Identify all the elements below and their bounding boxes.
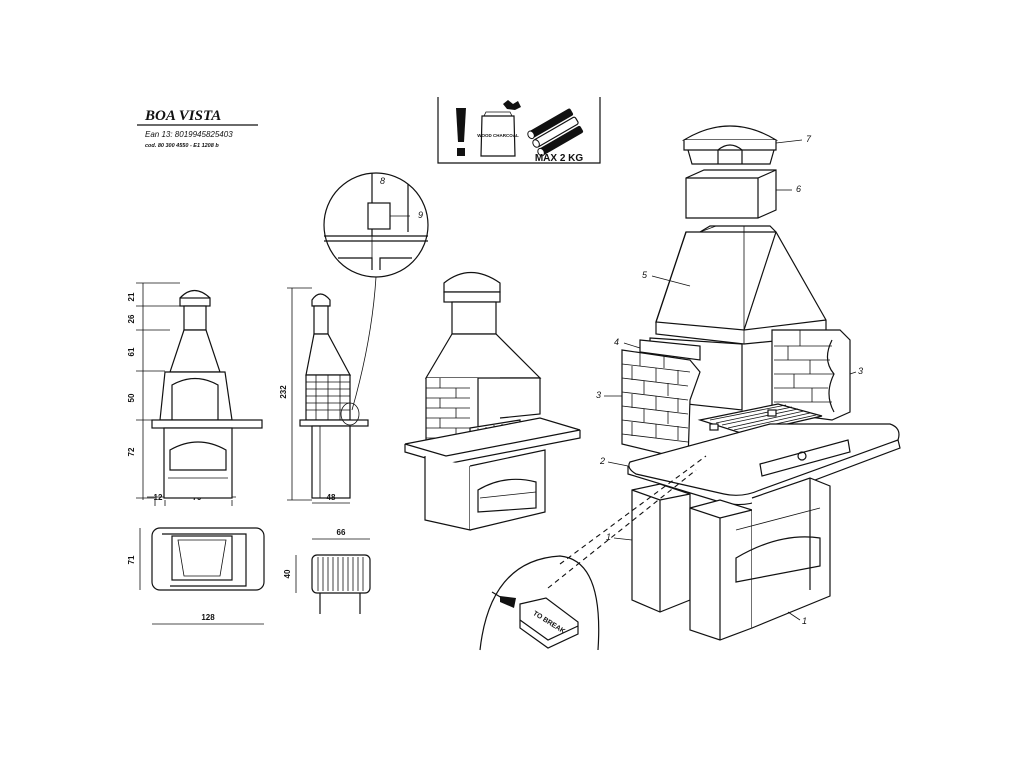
- part-label-1-right: 1: [802, 616, 807, 626]
- assembled-view: [404, 272, 581, 531]
- dim-depth-40: 40: [283, 569, 292, 578]
- detail-label-9: 9: [418, 210, 423, 220]
- front-elevation-view: 21 26 61 50 72 12 79: [127, 282, 263, 506]
- part-label-5: 5: [642, 270, 648, 280]
- product-code: cod. 80 300 4550 - E1 1208 b: [145, 143, 219, 149]
- dim-width-12: 12: [154, 493, 163, 502]
- side-elevation-view: 232 48: [279, 287, 369, 504]
- dim-height-21: 21: [127, 292, 136, 301]
- bag-label: WOOD CHARCOAL: [477, 133, 519, 138]
- dim-height-72: 72: [127, 447, 136, 456]
- dim-height-50: 50: [127, 393, 136, 402]
- dim-width-128: 128: [201, 613, 215, 622]
- dim-width-66: 66: [337, 528, 346, 537]
- ean-code: Ean 13: 8019945825403: [145, 130, 233, 139]
- detail-label-8: 8: [380, 176, 385, 186]
- grill-grate-view: 66 40: [283, 528, 371, 614]
- exploded-view: 7 6 5 4 3 3 2 1 1: [596, 125, 901, 641]
- part-label-4: 4: [614, 337, 619, 347]
- tag-callout: TO BREAK: [479, 455, 707, 651]
- product-title: BOA VISTA: [144, 108, 221, 124]
- dim-height-26: 26: [127, 314, 136, 323]
- dim-depth-48: 48: [327, 493, 336, 502]
- header-block: BOA VISTA Ean 13: 8019945825403 cod. 80 …: [137, 108, 258, 149]
- top-plan-view: 71 128: [127, 527, 265, 625]
- part-label-6: 6: [796, 184, 801, 194]
- dim-height-61: 61: [127, 347, 136, 356]
- charcoal-bag-icon: WOOD CHARCOAL: [477, 100, 521, 157]
- part-label-3-right: 3: [858, 366, 863, 376]
- warning-box: WOOD CHARCOAL MAX 2 KG: [437, 97, 601, 164]
- exclamation-icon: [456, 108, 466, 156]
- dim-depth-71: 71: [127, 555, 136, 564]
- wood-logs-icon: [527, 108, 584, 157]
- max-load-label: MAX 2 KG: [535, 153, 584, 164]
- part-label-7: 7: [806, 134, 812, 144]
- part-label-3-left: 3: [596, 390, 601, 400]
- part-label-2: 2: [599, 456, 605, 466]
- part-label-1-left: 1: [606, 532, 611, 542]
- dim-height-232: 232: [279, 385, 288, 399]
- detail-callout: 8 9: [323, 172, 429, 411]
